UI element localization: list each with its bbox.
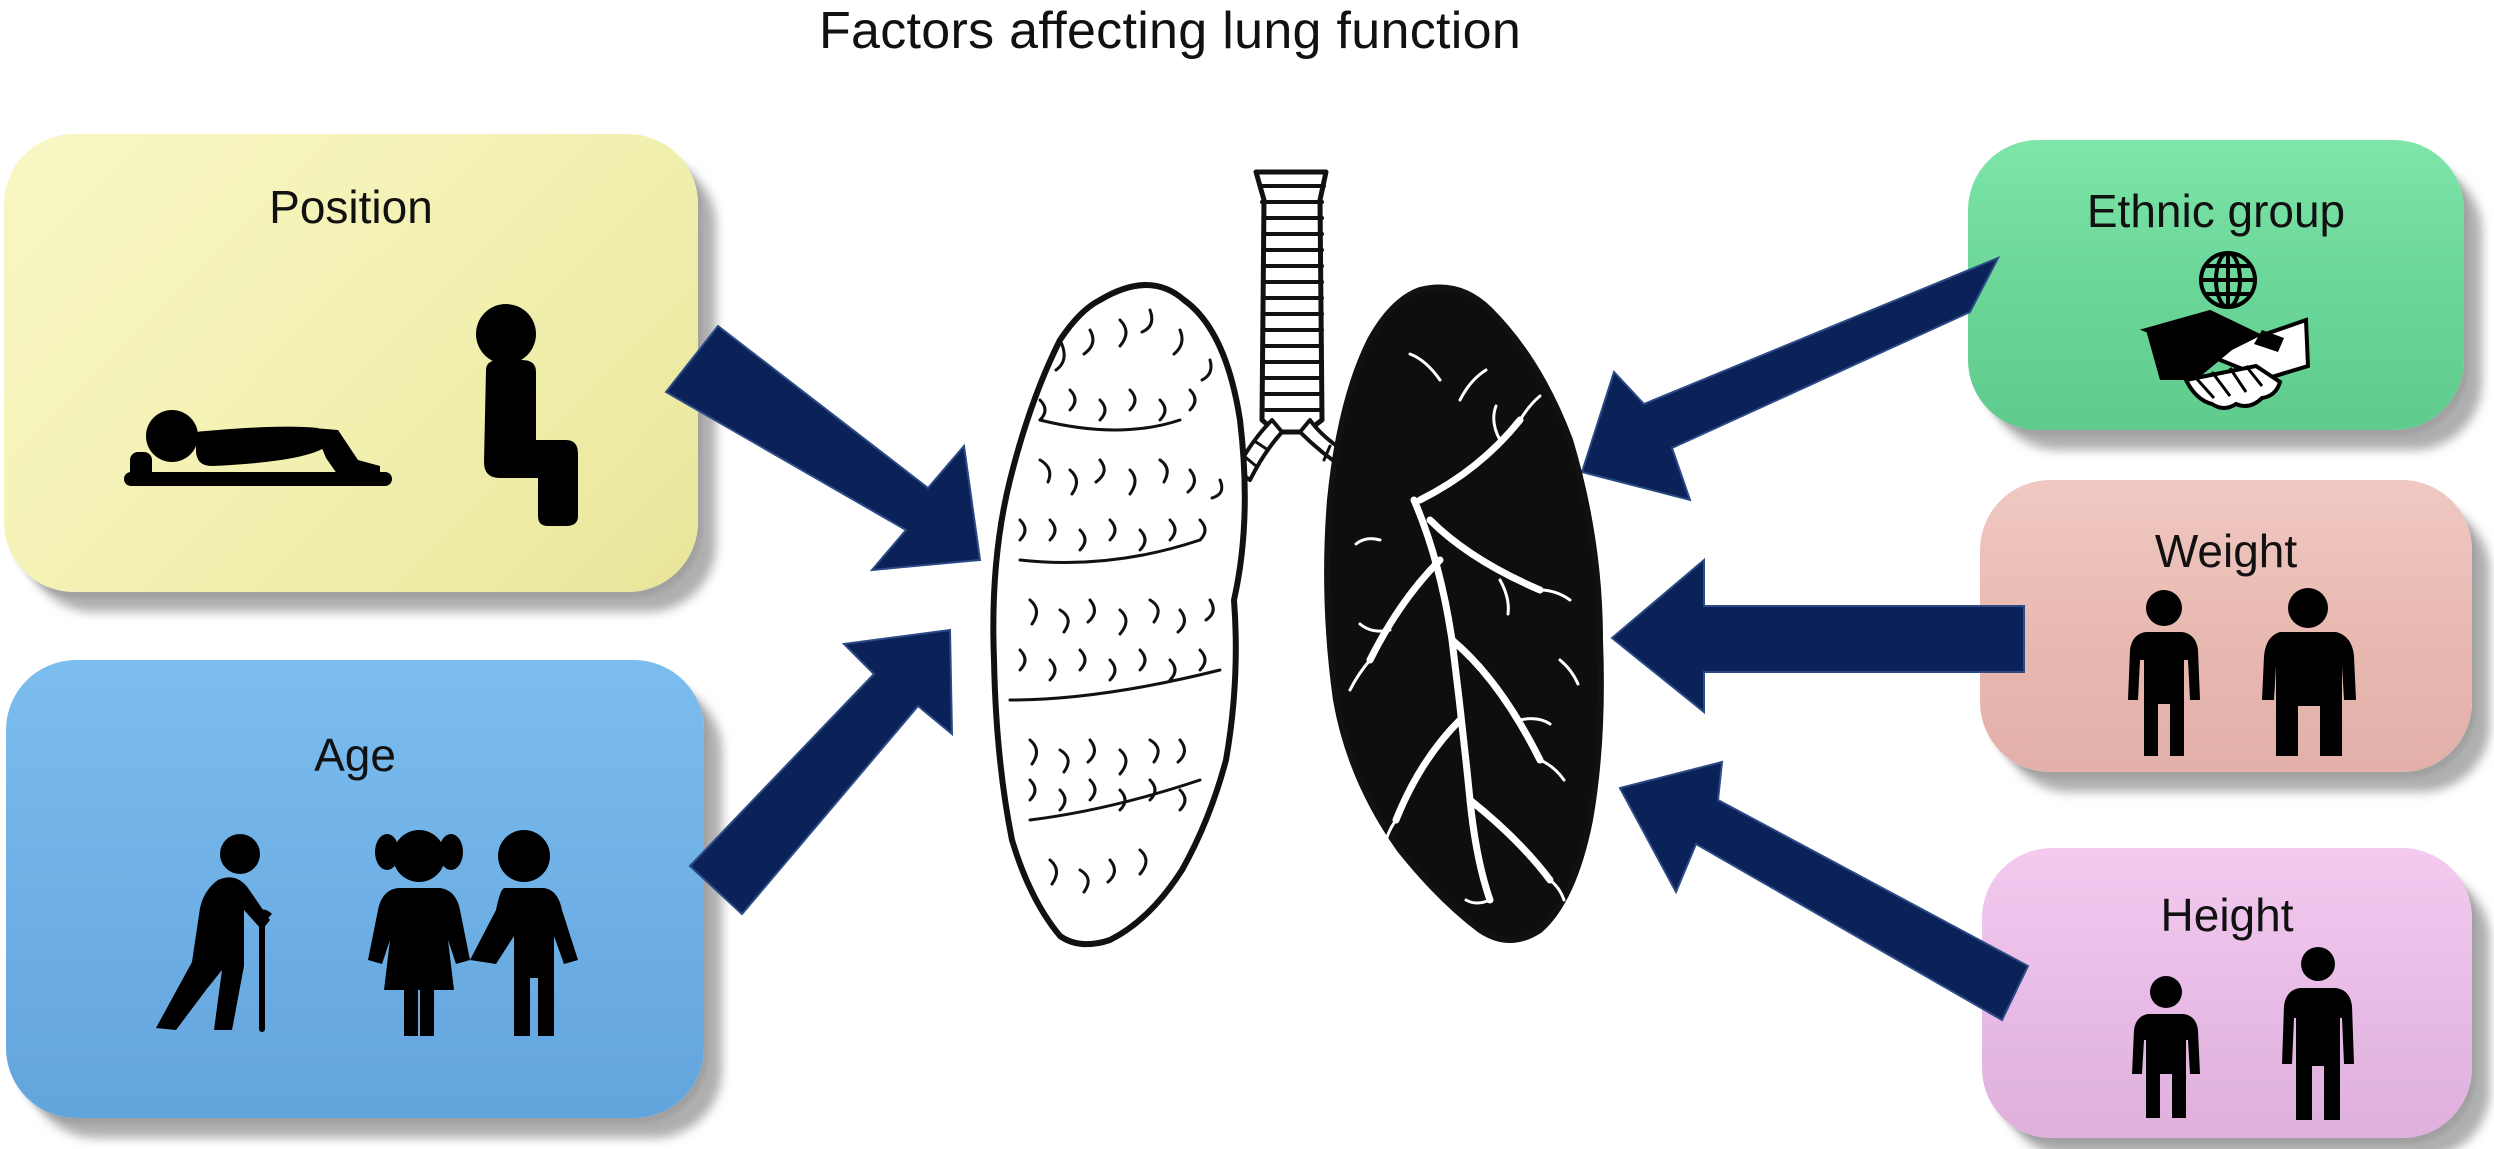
globe-icon	[2199, 251, 2257, 309]
arrow-weight-to-lungs	[1610, 557, 2025, 715]
short-person-icon	[2132, 976, 2200, 1118]
arrow-age-to-lungs	[688, 628, 954, 916]
elderly-person-with-cane-icon	[156, 834, 272, 1032]
ethnic-icons	[2139, 251, 2311, 410]
ethnic-group-label: Ethnic group	[2086, 185, 2346, 237]
seated-person-icon	[476, 304, 578, 526]
height-box: Height	[1982, 848, 2472, 1138]
children-holding-hands-icon	[368, 830, 578, 1036]
heavy-person-icon	[2262, 588, 2356, 756]
height-label: Height	[2160, 889, 2294, 941]
arrow-height-to-lungs	[1618, 760, 2030, 1022]
lungs-icon	[990, 169, 1604, 948]
tall-person-icon	[2282, 947, 2354, 1120]
position-icons	[124, 304, 578, 526]
lying-person-icon	[124, 410, 392, 486]
arrows	[664, 256, 2030, 1022]
age-icons	[156, 830, 578, 1036]
diagram-title: Factors affecting lung function	[818, 2, 1522, 60]
weight-label: Weight	[2154, 525, 2298, 577]
weight-box: Weight	[1980, 480, 2472, 772]
position-box: Position	[4, 134, 698, 592]
handshake-icon	[2139, 309, 2311, 410]
age-box: Age	[6, 660, 704, 1118]
height-icons	[2132, 947, 2354, 1120]
position-label: Position	[269, 181, 433, 233]
arrow-ethnic-to-lungs	[1580, 256, 2001, 502]
age-label: Age	[314, 729, 396, 781]
weight-icons	[2128, 588, 2356, 756]
slim-person-icon	[2128, 590, 2200, 756]
arrow-position-to-lungs	[664, 324, 982, 572]
